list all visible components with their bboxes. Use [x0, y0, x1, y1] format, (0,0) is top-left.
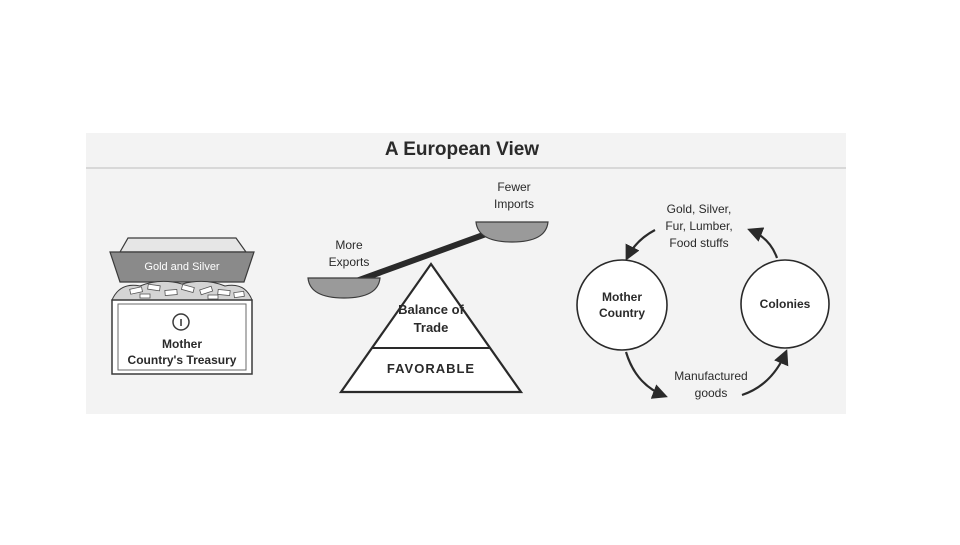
curved-arrow-icon — [741, 349, 789, 397]
treasury-label-line1: Mother — [162, 337, 202, 351]
treasury-lid — [109, 251, 255, 283]
balance-label-line1: Balance of — [398, 302, 464, 317]
treasury-badge: I — [180, 318, 183, 329]
right-pan — [475, 221, 549, 243]
right-pan-label-line2: Imports — [494, 197, 534, 211]
mother-country-node — [576, 259, 668, 351]
mother-country-label-line1: Mother — [602, 290, 642, 304]
curved-arrow-icon — [625, 229, 656, 261]
top-flow-line1: Gold, Silver, — [667, 202, 732, 216]
right-pan-label-line1: Fewer — [497, 180, 530, 194]
treasury-lid-label: Gold and Silver — [144, 261, 220, 273]
top-flow-line2: Fur, Lumber, — [665, 219, 732, 233]
curved-arrow-icon — [747, 227, 779, 259]
title-band — [86, 133, 846, 168]
treasury-box-inner — [117, 303, 247, 371]
balance-label-line2: Trade — [414, 320, 449, 335]
diagram-title: A European View — [385, 139, 539, 160]
top-flow-line3: Food stuffs — [669, 236, 728, 250]
balance-status: FAVORABLE — [387, 361, 475, 376]
balance-beam — [338, 223, 510, 290]
colonies-node — [740, 259, 830, 349]
left-pan-label-line1: More — [335, 238, 363, 252]
treasury-box — [111, 299, 253, 375]
coin-icon — [172, 313, 190, 331]
treasury-chest: Gold and Silver I Mother Country's Treas… — [109, 237, 255, 375]
left-pan-label-line2: Exports — [329, 255, 370, 269]
fulcrum-triangle — [338, 262, 524, 394]
bottom-flow-line1: Manufactured — [674, 369, 747, 383]
colonies-label: Colonies — [760, 297, 811, 311]
balance-scale: More Exports Fewer Imports Balance of Tr… — [307, 180, 549, 394]
treasury-lid-top — [118, 237, 248, 253]
curved-arrow-icon — [624, 351, 668, 399]
bottom-flow-line2: goods — [695, 386, 728, 400]
mother-country-label-line2: Country — [599, 306, 645, 320]
gold-bars — [129, 283, 245, 300]
treasury-label-line2: Country's Treasury — [128, 353, 237, 367]
left-pan — [307, 277, 381, 299]
trade-cycle: Mother Country Colonies Gold, Silver, Fu… — [576, 202, 830, 400]
